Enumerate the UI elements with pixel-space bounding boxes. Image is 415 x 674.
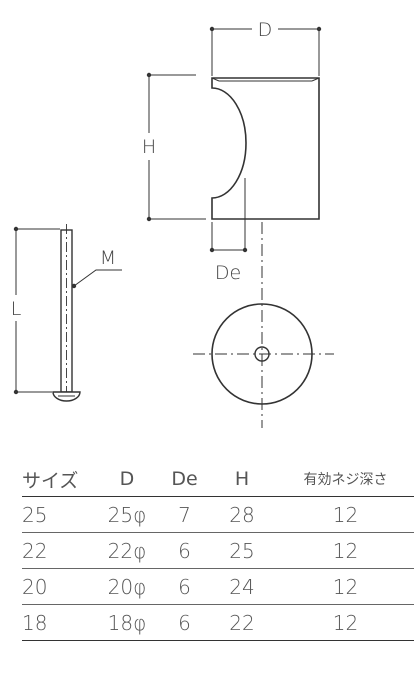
cell-d: 22φ xyxy=(92,532,162,569)
cell-de: 6 xyxy=(162,568,207,605)
cell-thread-depth: 12 xyxy=(277,568,414,605)
cell-de: 7 xyxy=(162,496,207,533)
cell-size: 22 xyxy=(22,532,92,569)
dimension-de xyxy=(209,178,248,253)
cell-thread-depth: 12 xyxy=(277,496,414,533)
cell-size: 20 xyxy=(22,568,92,605)
cell-de: 6 xyxy=(162,532,207,569)
header-thread-depth: 有効ネジ深さ xyxy=(277,462,414,497)
knob-side-view xyxy=(211,77,320,220)
cell-h: 25 xyxy=(207,532,277,569)
dimension-l xyxy=(13,226,60,395)
label-de: De xyxy=(215,262,241,284)
cell-h: 28 xyxy=(207,496,277,533)
table-row: 20 20φ 6 24 12 xyxy=(22,568,414,605)
dimension-d xyxy=(209,26,322,76)
label-h: H xyxy=(142,136,156,158)
header-size: サイズ xyxy=(22,462,92,497)
cell-h: 22 xyxy=(207,604,277,641)
knob-bottom-view xyxy=(193,303,334,405)
cell-size: 25 xyxy=(22,496,92,533)
label-m: M xyxy=(100,247,116,269)
spec-table: サイズ D De H 有効ネジ深さ 25 25φ 7 28 12 22 22φ … xyxy=(22,462,414,641)
cell-d: 25φ xyxy=(92,496,162,533)
knob-technical-drawing: D H De xyxy=(11,19,334,428)
header-de: De xyxy=(162,462,207,497)
table-row: 18 18φ 6 22 12 xyxy=(22,604,414,641)
table-row: 22 22φ 6 25 12 xyxy=(22,532,414,569)
header-h: H xyxy=(207,462,277,497)
header-d: D xyxy=(92,462,162,497)
label-l: L xyxy=(11,298,22,320)
screw-drawing xyxy=(52,224,81,404)
cell-size: 18 xyxy=(22,604,92,641)
cell-d: 20φ xyxy=(92,568,162,605)
table-row: 25 25φ 7 28 12 xyxy=(22,496,414,533)
spec-table-header-row: サイズ D De H 有効ネジ深さ xyxy=(22,462,414,497)
cell-de: 6 xyxy=(162,604,207,641)
cell-h: 24 xyxy=(207,568,277,605)
cell-d: 18φ xyxy=(92,604,162,641)
label-d: D xyxy=(258,19,273,41)
cell-thread-depth: 12 xyxy=(277,604,414,641)
cell-thread-depth: 12 xyxy=(277,532,414,569)
dimension-h xyxy=(146,72,206,222)
thread-leader xyxy=(71,269,122,289)
